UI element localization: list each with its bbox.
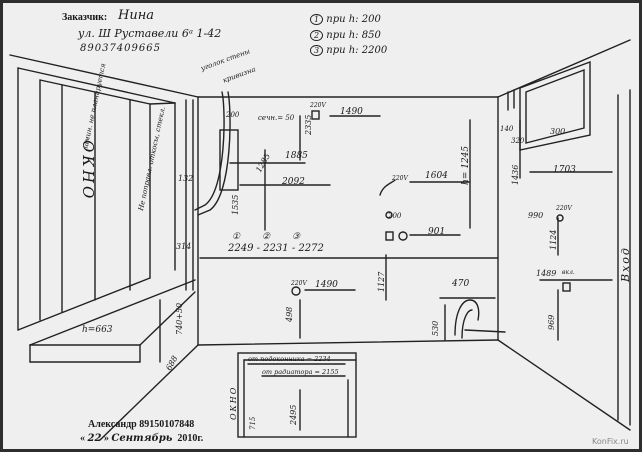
legend-num: 1 bbox=[310, 14, 324, 25]
dim-1535: 1535 bbox=[231, 194, 240, 215]
right-window-width: 300 bbox=[550, 127, 566, 136]
floor-mid-dim: 2495 bbox=[289, 404, 298, 425]
legend-text: при h: 2200 bbox=[326, 45, 388, 56]
dim-969: 969 bbox=[547, 314, 556, 330]
dim-1703: 1703 bbox=[553, 165, 576, 175]
dim-1489: 1489 bbox=[536, 269, 557, 278]
legend-num: 2 bbox=[310, 30, 324, 41]
client-label: Заказчик: bbox=[62, 12, 108, 23]
floor-window-label: ОКНО bbox=[229, 385, 238, 420]
outlet-top-height: 2335 bbox=[304, 114, 313, 135]
client-phone: 89037409665 bbox=[80, 43, 161, 54]
dim-2092: 2092 bbox=[282, 177, 305, 187]
right-outlet-label: 220V bbox=[556, 205, 572, 212]
height-mark-1: ① bbox=[232, 232, 241, 242]
date-month: Сентябрь bbox=[111, 433, 173, 444]
date-year: 2010г. bbox=[177, 433, 204, 444]
dim-heights: 2249 - 2231 - 2272 bbox=[228, 243, 324, 254]
author-line: Александр 89150107848 bbox=[88, 419, 195, 430]
outlet-low-height: 498 bbox=[285, 306, 294, 322]
dim-200: 200 bbox=[226, 111, 240, 119]
watermark: KonFix.ru bbox=[592, 437, 629, 446]
legend-num: 3 bbox=[310, 45, 324, 56]
floor-line-1: от подоконника = 2234 bbox=[248, 355, 331, 363]
sill-height: h=663 bbox=[82, 325, 113, 335]
date-day: 22 bbox=[87, 433, 102, 444]
dim-470: 470 bbox=[452, 279, 470, 289]
dim-1885: 1885 bbox=[285, 151, 308, 161]
floor-left-dim: 715 bbox=[249, 416, 257, 430]
legend-text: при h: 850 bbox=[326, 30, 381, 41]
outlet-low-label: 220V bbox=[291, 280, 307, 287]
dim-1604: 1604 bbox=[425, 171, 448, 181]
dim-901: 901 bbox=[428, 227, 446, 237]
client-address: ул. Ш Руставели 6ᵃ 1-42 bbox=[78, 27, 222, 40]
dim-132: 132 bbox=[178, 174, 194, 183]
dim-320: 320 bbox=[511, 137, 525, 145]
outlet-mid-label: 220V bbox=[392, 175, 408, 182]
dim-140: 140 bbox=[500, 125, 514, 133]
height-mark-2: ② bbox=[262, 232, 271, 242]
dim-740: 740+50 bbox=[175, 302, 184, 335]
dim-1124: 1124 bbox=[549, 229, 558, 250]
dim-1127: 1127 bbox=[377, 271, 386, 292]
height-mark-3: ③ bbox=[292, 232, 301, 242]
outlet-top-label: 220V bbox=[310, 102, 326, 109]
dim-1436: 1436 bbox=[511, 164, 520, 185]
dim-314: 314 bbox=[176, 242, 192, 251]
dim-50: сечн.= 50 bbox=[258, 114, 295, 122]
outlet-low-dist: 1490 bbox=[315, 280, 338, 290]
legend-text: при h: 200 bbox=[326, 14, 381, 25]
date-line: « 22 » Сентябрь 2010г. bbox=[80, 433, 204, 444]
dim-990: 990 bbox=[528, 211, 544, 220]
dim-1245: h= 1245 bbox=[461, 145, 471, 185]
dim-200b: 200 bbox=[388, 212, 402, 220]
door-label: Вход bbox=[619, 246, 632, 282]
floor-line-2: от радиатора = 2155 bbox=[262, 368, 339, 376]
dim-530: 530 bbox=[431, 320, 440, 336]
outlet-top-dist: 1490 bbox=[340, 107, 363, 117]
switch-label: вкл. bbox=[562, 269, 575, 276]
client-name: Нина bbox=[118, 8, 155, 23]
